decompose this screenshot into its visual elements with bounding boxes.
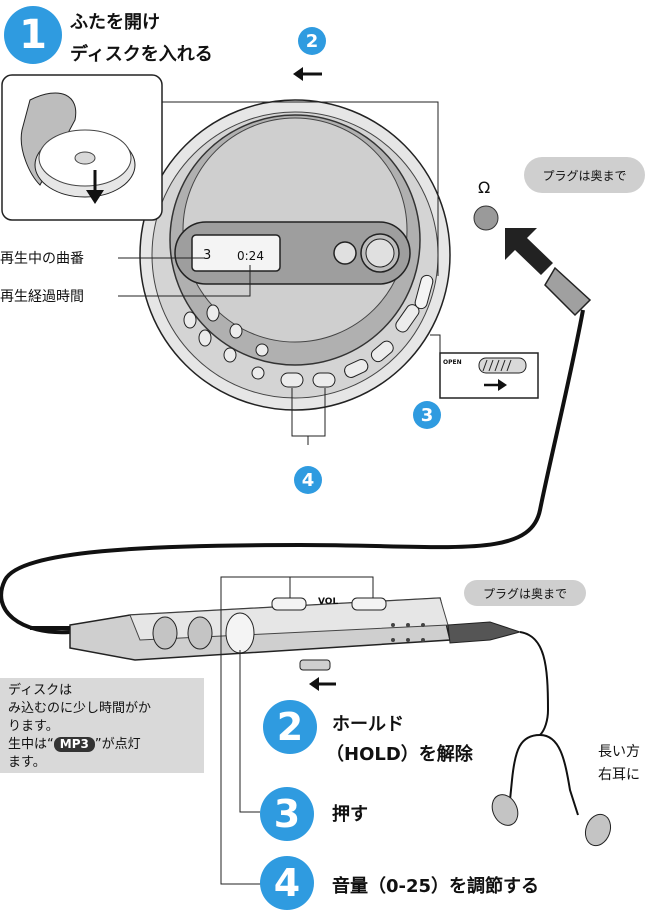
step-4-badge: 4 xyxy=(260,856,314,910)
note-line-2: み込むのに少し時間がか xyxy=(8,701,152,716)
step-3-text: 押す xyxy=(332,804,368,825)
step-2-badge: 2 xyxy=(263,700,317,754)
note-box: ディスクは み込むのに少し時間がか ります。 生中は“MP3”が点灯 ます。 xyxy=(0,678,204,773)
step-4-player-badge: 4 xyxy=(294,466,322,494)
note-line-5: ます。 xyxy=(8,755,46,770)
note-line-1: ディスクは xyxy=(8,683,73,698)
mp3-badge: MP3 xyxy=(53,737,95,752)
step-1-line-1: ふたを開け xyxy=(70,12,160,33)
step-3-badge: 3 xyxy=(260,787,314,841)
step-4-text: 音量（0-25）を調節する xyxy=(332,876,540,897)
plug-bubble-top: プラグは奥まで xyxy=(524,157,645,193)
note-line-4: 生中は“MP3”が点灯 xyxy=(8,736,141,753)
lcd-elapsed-time: 0:24 xyxy=(237,249,264,263)
step-2-line-1: ホールド xyxy=(332,714,404,735)
lcd-track-number: 3 xyxy=(203,248,212,263)
headphone-icon: Ω xyxy=(478,178,491,197)
note-line-3: ります。 xyxy=(8,719,59,734)
remote-control xyxy=(30,597,522,671)
vol-label: VOL xyxy=(318,597,339,607)
label-track-number: 再生中の曲番 xyxy=(0,251,84,267)
note-line-4-post: ”が点灯 xyxy=(94,737,141,752)
step-1-line-2: ディスクを入れる xyxy=(70,44,213,65)
disc-inset xyxy=(1,74,163,221)
step-2-line-2: （HOLD）を解除 xyxy=(326,744,473,765)
cd-player xyxy=(139,99,451,411)
side-text-line-1: 長い方 xyxy=(598,744,640,760)
note-line-4-pre: 生中は“ xyxy=(8,737,54,752)
label-elapsed-time: 再生経過時間 xyxy=(0,289,84,305)
open-label: OPEN xyxy=(443,359,462,366)
step-1-badge: 1 xyxy=(4,6,62,64)
step-2-top-badge: 2 xyxy=(298,27,326,55)
side-text-line-2: 右耳に xyxy=(598,767,640,783)
step-3-player-badge: 3 xyxy=(413,401,441,429)
plug-bubble-bottom: プラグは奥まで xyxy=(464,580,586,606)
